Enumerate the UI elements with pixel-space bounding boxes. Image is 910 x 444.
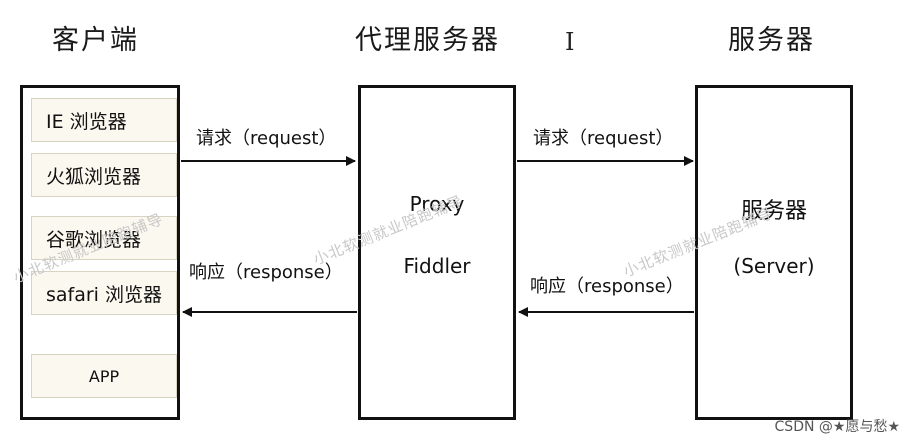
client-item-firefox: 火狐浏览器 bbox=[31, 153, 177, 197]
client-item-chrome: 谷歌浏览器 bbox=[31, 216, 177, 260]
client-box: IE 浏览器 火狐浏览器 谷歌浏览器 safari 浏览器 APP bbox=[20, 85, 180, 420]
proxy-box: Proxy Fiddler bbox=[358, 85, 516, 420]
client-item-app: APP bbox=[31, 354, 177, 398]
server-label: 服务器 bbox=[740, 199, 807, 224]
csdn-credit: CSDN @★愿与愁★ bbox=[774, 419, 900, 435]
label-request-right: 请求（request） bbox=[533, 128, 674, 149]
text-cursor-icon: I bbox=[565, 28, 575, 56]
server-en-label: (Server) bbox=[733, 254, 815, 278]
client-item-ie: IE 浏览器 bbox=[31, 98, 177, 142]
heading-server: 服务器 bbox=[728, 25, 815, 56]
label-response-right: 响应（response） bbox=[530, 276, 684, 297]
proxy-label: Proxy bbox=[409, 192, 465, 216]
label-request-left: 请求（request） bbox=[196, 128, 337, 149]
server-box: 服务器 (Server) bbox=[695, 85, 853, 420]
heading-client: 客户端 bbox=[52, 25, 139, 56]
label-response-left: 响应（response） bbox=[189, 262, 343, 283]
client-item-safari: safari 浏览器 bbox=[31, 271, 177, 315]
fiddler-label: Fiddler bbox=[403, 254, 471, 278]
heading-proxy: 代理服务器 bbox=[355, 25, 500, 56]
